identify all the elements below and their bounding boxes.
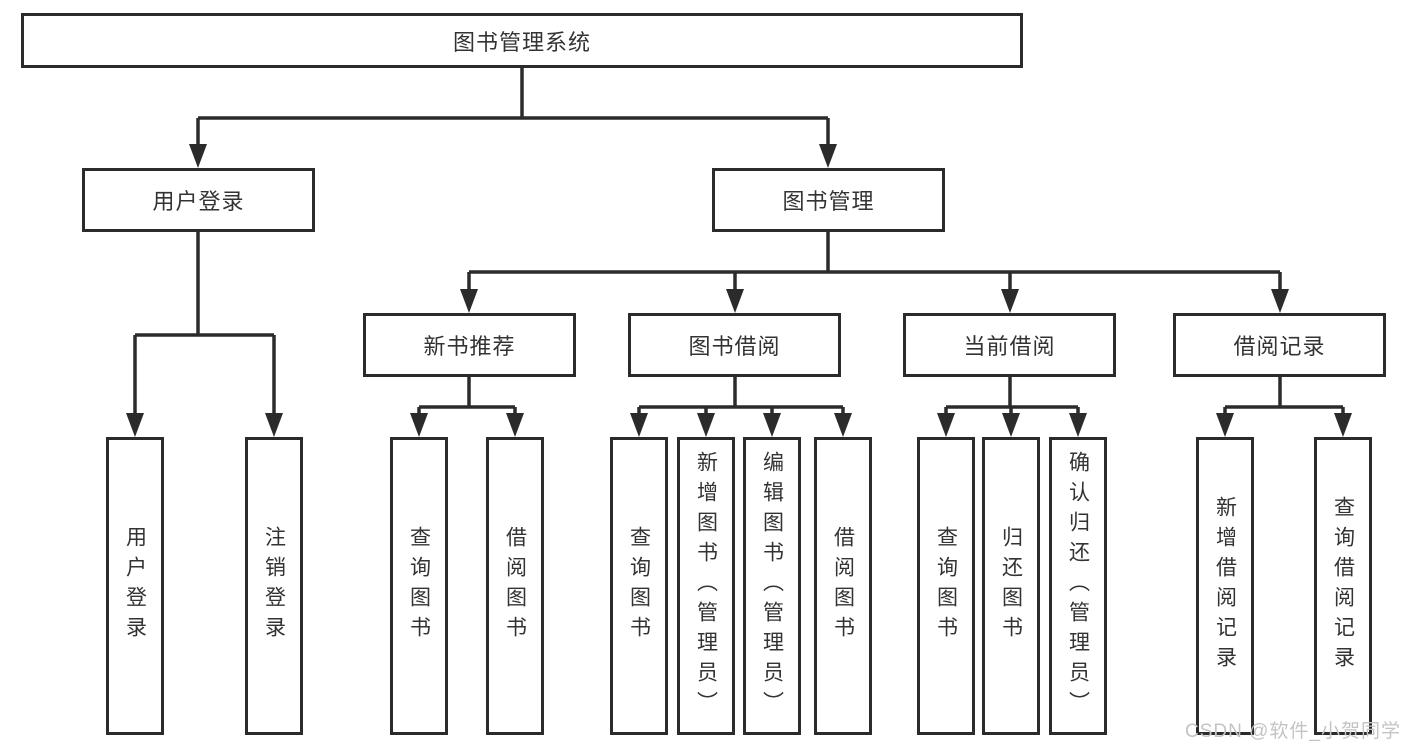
leaf-borrow-books-recommend: 借阅图书	[486, 437, 544, 735]
node-new-book-recommend: 新书推荐	[363, 313, 576, 377]
leaf-query-books-borrowing-label: 查询图书	[627, 526, 651, 646]
leaf-edit-book-admin-label: 编辑图书（管理员）	[760, 451, 784, 721]
leaf-query-borrow-record-label: 查询借阅记录	[1331, 496, 1355, 676]
arrowhead	[834, 413, 852, 437]
arrowhead	[126, 413, 144, 437]
leaf-confirm-return-admin-label: 确认归还（管理员）	[1066, 451, 1090, 721]
arrowhead	[937, 413, 955, 437]
connector-root-to-level2	[196, 68, 830, 145]
leaf-add-borrow-record-label: 新增借阅记录	[1213, 496, 1237, 676]
arrowhead	[819, 144, 837, 168]
node-new-book-recommend-label: 新书推荐	[423, 334, 516, 359]
arrowhead	[506, 413, 524, 437]
connector-user-login-to-leaves	[133, 232, 276, 414]
leaf-add-borrow-record: 新增借阅记录	[1196, 437, 1254, 735]
node-borrowing-records: 借阅记录	[1173, 313, 1386, 377]
node-current-borrowing-label: 当前借阅	[963, 334, 1056, 359]
connector-book-management-to-level3	[467, 232, 1282, 290]
node-borrowing-records-label: 借阅记录	[1233, 334, 1326, 359]
arrowhead	[189, 144, 207, 168]
leaf-user-login-label: 用户登录	[123, 526, 147, 646]
leaf-query-books-borrowing: 查询图书	[610, 437, 668, 735]
connector-borrowing-records-to-leaves	[1223, 377, 1345, 414]
leaf-borrow-books-recommend-label: 借阅图书	[503, 526, 527, 646]
arrowhead	[726, 289, 744, 313]
leaf-query-books-recommend-label: 查询图书	[407, 526, 431, 646]
connector-book-borrowing-to-leaves	[637, 377, 845, 414]
node-user-login-label: 用户登录	[152, 189, 245, 214]
node-book-management: 图书管理	[712, 168, 945, 232]
arrowhead	[265, 413, 283, 437]
leaf-query-books-current-label: 查询图书	[934, 526, 958, 646]
csdn-watermark: CSDN @软件_小贺同学	[1185, 721, 1401, 742]
arrowhead	[1001, 289, 1019, 313]
leaf-logout-label: 注销登录	[262, 526, 286, 646]
leaf-query-books-current: 查询图书	[917, 437, 975, 735]
leaf-return-book-label: 归还图书	[999, 526, 1023, 646]
arrowhead	[1002, 413, 1020, 437]
node-user-login: 用户登录	[82, 168, 315, 232]
node-book-borrowing-label: 图书借阅	[688, 334, 781, 359]
leaf-user-login: 用户登录	[106, 437, 164, 735]
leaf-logout: 注销登录	[245, 437, 303, 735]
leaf-add-book-admin-label: 新增图书（管理员）	[694, 451, 718, 721]
arrowhead	[697, 413, 715, 437]
node-library-management-system-label: 图书管理系统	[452, 29, 591, 55]
leaf-query-borrow-record: 查询借阅记录	[1314, 437, 1372, 735]
node-book-borrowing: 图书借阅	[628, 313, 841, 377]
leaf-edit-book-admin: 编辑图书（管理员）	[743, 437, 801, 735]
leaf-add-book-admin: 新增图书（管理员）	[677, 437, 735, 735]
connector-current-borrowing-to-leaves	[944, 377, 1080, 414]
arrowhead	[1069, 413, 1087, 437]
arrowhead	[630, 413, 648, 437]
leaf-confirm-return-admin: 确认归还（管理员）	[1049, 437, 1107, 735]
arrowhead	[1271, 289, 1289, 313]
leaf-borrow-books-borrowing: 借阅图书	[814, 437, 872, 735]
arrowhead	[763, 413, 781, 437]
arrowheads	[126, 144, 1352, 437]
leaf-return-book: 归还图书	[982, 437, 1040, 735]
node-library-management-system: 图书管理系统	[21, 13, 1023, 68]
leaf-query-books-recommend: 查询图书	[390, 437, 448, 735]
node-current-borrowing: 当前借阅	[903, 313, 1116, 377]
node-book-management-label: 图书管理	[782, 189, 875, 214]
arrowhead	[1334, 413, 1352, 437]
arrowhead	[460, 289, 478, 313]
arrowhead	[410, 413, 428, 437]
connector-new-book-recommend-to-leaves	[417, 377, 517, 414]
leaf-borrow-books-borrowing-label: 借阅图书	[831, 526, 855, 646]
arrowhead	[1216, 413, 1234, 437]
